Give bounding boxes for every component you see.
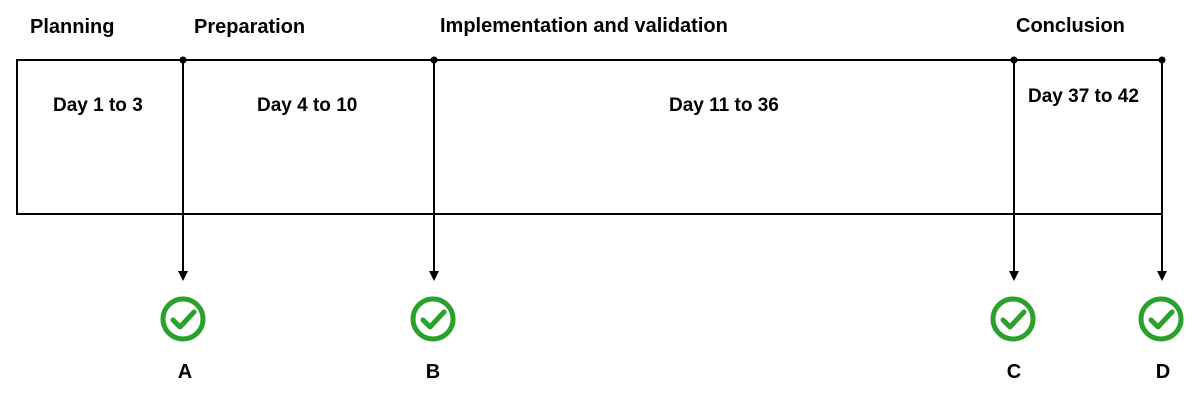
milestone-a-arrowhead [178, 271, 188, 281]
check-mark-icon [170, 309, 197, 330]
check-circle-icon [160, 296, 206, 342]
check-mark-icon [420, 309, 447, 330]
check-circle-icon [410, 296, 456, 342]
check-mark-icon [1000, 309, 1027, 330]
check-mark-icon [1148, 309, 1175, 330]
milestone-b-arrowhead [429, 271, 439, 281]
milestone-label-d: D [1155, 361, 1171, 383]
phase-title-conclusion: Conclusion [1016, 15, 1125, 37]
phase-title-implementation: Implementation and validation [440, 15, 728, 37]
phase-days-preparation: Day 4 to 10 [257, 95, 358, 116]
phase-title-preparation: Preparation [194, 16, 306, 38]
milestone-d-check-icon [1138, 296, 1184, 342]
milestone-b-marker [429, 56, 439, 281]
milestone-d-arrowhead [1157, 271, 1167, 281]
phase-title-planning: Planning [30, 16, 115, 38]
milestone-label-a: A [177, 361, 193, 383]
milestone-d-marker [1157, 56, 1167, 281]
milestone-c-arrowhead [1009, 271, 1019, 281]
phase-days-planning: Day 1 to 3 [53, 95, 143, 116]
phase-days-conclusion: Day 37 to 42 [1028, 86, 1139, 107]
check-circle-icon [1138, 296, 1184, 342]
timeline-bar [16, 59, 1163, 215]
check-circle-icon [990, 296, 1036, 342]
milestone-c-marker [1009, 56, 1019, 281]
phase-days-implementation: Day 11 to 36 [669, 95, 779, 116]
milestone-a-check-icon [160, 296, 206, 342]
milestone-a-marker [178, 56, 188, 281]
milestone-c-check-icon [990, 296, 1036, 342]
milestone-label-c: C [1006, 361, 1022, 383]
milestone-label-b: B [425, 361, 441, 383]
milestone-b-check-icon [410, 296, 456, 342]
